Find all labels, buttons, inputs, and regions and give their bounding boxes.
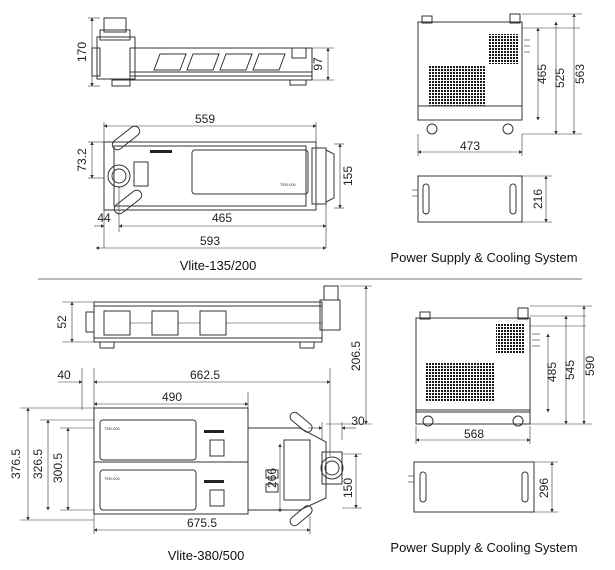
dim-ps-bottom-568: 568 [415,426,531,444]
dim-ps-top-473: 473 [417,134,523,156]
dim-small-top-73-2: 73.2 [75,141,104,179]
dim-ps-bottom-296: 296 [534,461,558,513]
dim-ps-top-216: 216 [522,175,552,223]
dim-label: 30 [351,414,365,428]
caption-vlite-large: Vlite-380/500 [168,548,245,563]
dim-small-side-170: 170 [75,17,100,87]
dim-large-top-horizontal: 40 662.5 490 [57,368,331,456]
dim-small-side-97: 97 [311,47,334,81]
dim-label: 170 [75,42,89,62]
dim-small-top-593: 593 [95,234,327,250]
dim-large-top-30: 30 [308,414,365,440]
dim-label: 568 [464,427,484,441]
dim-label: 52 [55,315,69,329]
caption-power-bottom: Power Supply & Cooling System [390,540,577,555]
dim-label: 97 [311,57,325,71]
dim-label: 296 [537,478,551,498]
dim-label: 525 [553,68,567,88]
dim-label: 545 [563,360,577,380]
tube-label: TEB-000 [104,476,121,481]
dim-label: 563 [573,64,587,84]
dim-label: 376.5 [9,449,23,479]
caption-power-top: Power Supply & Cooling System [390,250,577,265]
dim-label: 326.5 [31,449,45,479]
power-supply-bottom-plan-view [408,461,535,513]
dim-label: 73.2 [75,148,89,172]
dim-label: 44 [97,211,111,225]
dim-ps-top-vertical: 465 525 563 [522,13,587,135]
dim-large-top-150: 150 [341,453,362,509]
dim-label: 266 [265,468,279,488]
tube-label: TEB-000 [104,426,121,431]
power-supply-bottom-front-view [415,307,540,427]
vlite-small-side-view [91,17,313,87]
vlite-large-top-view: TEB-000 TEB-000 [93,407,344,527]
dim-label: 465 [212,211,232,225]
dim-label: 465 [535,64,549,84]
dim-label: 216 [531,189,545,209]
dim-label: 473 [460,139,480,153]
dim-small-top-155: 155 [334,143,355,209]
dim-label: 662.5 [190,368,220,382]
dim-label: 300.5 [51,453,65,483]
vlite-small-top-view: TEB-000 [103,125,335,215]
dim-large-side-206-5: 206.5 [326,285,372,425]
dim-label: 485 [545,362,559,382]
dim-label: 155 [341,166,355,186]
dim-label: 593 [200,234,220,248]
dim-large-top-vertical-left: 376.5 326.5 300.5 [9,407,94,521]
dim-label: 150 [341,478,355,498]
vlite-large-side-view [85,285,341,349]
dim-ps-bottom-vertical: 485 545 590 [530,305,597,425]
dim-label: 559 [195,112,215,126]
dim-label: 40 [57,368,71,382]
dim-small-top-559: 559 [103,112,317,142]
dim-large-top-266: 266 [265,443,282,513]
dim-label: 206.5 [349,341,363,371]
dim-small-top-44-465: 44 465 [94,186,327,248]
dim-label: 590 [583,356,597,376]
power-supply-top-front-view [417,13,530,135]
dim-label: 490 [162,390,182,404]
caption-vlite-small: Vlite-135/200 [180,258,257,273]
dim-large-side-52: 52 [55,301,94,343]
dim-large-top-675-5: 675.5 [93,514,311,534]
tube-label: TEB-000 [280,182,297,187]
dim-label: 675.5 [187,516,217,530]
power-supply-top-plan-view [412,175,523,223]
